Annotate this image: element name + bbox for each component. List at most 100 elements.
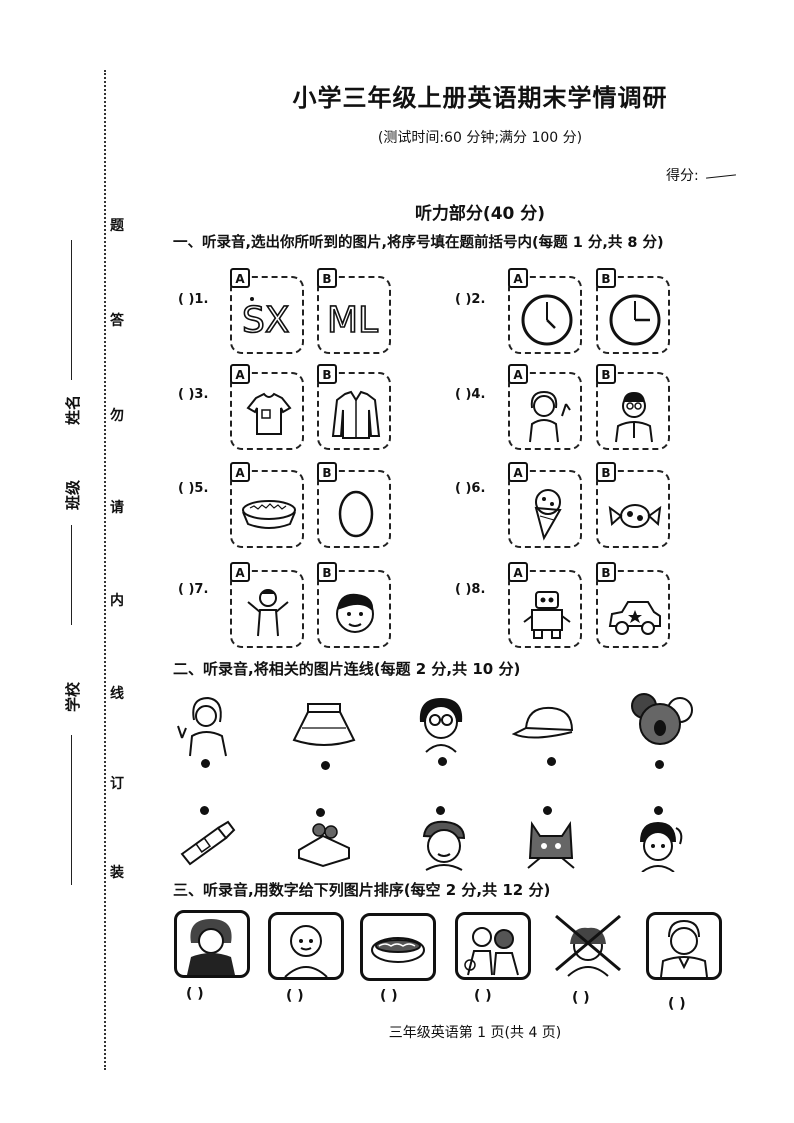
section2-heading: 二、听录音,将相关的图片连线(每题 2 分,共 10 分) bbox=[173, 660, 521, 678]
order-blank[interactable]: ( ) bbox=[286, 988, 304, 1004]
teacher-icon bbox=[187, 919, 235, 975]
q5-option-b[interactable]: B bbox=[317, 462, 391, 548]
binding-dotted-line bbox=[104, 70, 106, 1070]
binding-char: 订 bbox=[110, 776, 124, 792]
order-picture-6[interactable] bbox=[646, 912, 722, 980]
man-icon bbox=[615, 392, 653, 443]
match-dot[interactable] bbox=[547, 757, 556, 766]
question-number[interactable]: ( )3. bbox=[178, 387, 209, 402]
score-field[interactable] bbox=[706, 174, 736, 179]
question-number[interactable]: ( )8. bbox=[455, 582, 486, 597]
option-a-tag: A bbox=[508, 364, 528, 384]
q2-option-a[interactable]: A bbox=[508, 268, 582, 354]
svg-text:SX: SX bbox=[242, 300, 290, 341]
skirt-icon bbox=[292, 703, 356, 746]
option-b-tag: B bbox=[317, 268, 337, 288]
name-label: 姓名 bbox=[64, 394, 82, 425]
order-blank[interactable]: ( ) bbox=[380, 988, 398, 1004]
koala-icon bbox=[631, 693, 693, 745]
q6-option-b[interactable]: B bbox=[596, 462, 670, 548]
page-footer: 三年级英语第 1 页(共 4 页) bbox=[388, 1025, 562, 1041]
binding-char: 线 bbox=[110, 686, 124, 702]
question-number[interactable]: ( )1. bbox=[178, 292, 209, 307]
crossed-out-girl-icon bbox=[555, 914, 621, 977]
pie-icon bbox=[242, 500, 296, 529]
school-field[interactable] bbox=[71, 735, 72, 885]
man-icon bbox=[660, 919, 708, 978]
q6-option-a[interactable]: A bbox=[508, 462, 582, 548]
match-dot[interactable] bbox=[200, 806, 209, 815]
q5-option-a[interactable]: A bbox=[230, 462, 304, 548]
question-number[interactable]: ( )7. bbox=[178, 582, 209, 597]
order-blank[interactable]: ( ) bbox=[668, 996, 686, 1012]
svg-text:ML: ML bbox=[327, 300, 378, 341]
order-blank[interactable]: ( ) bbox=[572, 990, 590, 1006]
girl-icon bbox=[640, 822, 683, 872]
question-number[interactable]: ( )4. bbox=[455, 387, 486, 402]
boy-cap-icon bbox=[422, 820, 466, 871]
match-dot[interactable] bbox=[438, 757, 447, 766]
binding-char: 内 bbox=[110, 593, 124, 609]
q4-option-b[interactable]: B bbox=[596, 364, 670, 450]
glue-icon bbox=[180, 820, 236, 866]
woman-icon bbox=[529, 390, 571, 443]
option-a-tag: A bbox=[508, 268, 528, 288]
question-number[interactable]: ( )6. bbox=[455, 481, 486, 496]
option-a-tag: A bbox=[230, 462, 250, 482]
girl-glasses-icon bbox=[419, 698, 463, 753]
q7-option-b[interactable]: B bbox=[317, 562, 391, 648]
binding-char: 请 bbox=[110, 500, 124, 516]
option-b-tag: B bbox=[596, 562, 616, 582]
q3-option-a[interactable]: A bbox=[230, 364, 304, 450]
order-picture-1[interactable] bbox=[174, 910, 250, 978]
robot-icon bbox=[523, 591, 571, 639]
question-number[interactable]: ( )2. bbox=[455, 292, 486, 307]
page-subtitle: (测试时间:60 分钟;满分 100 分) bbox=[377, 130, 583, 146]
match-dot[interactable] bbox=[321, 761, 330, 770]
order-picture-4[interactable] bbox=[455, 912, 531, 980]
match-dot[interactable] bbox=[201, 759, 210, 768]
option-a-tag: A bbox=[230, 562, 250, 582]
cap-icon bbox=[512, 706, 574, 739]
order-picture-2[interactable] bbox=[268, 912, 344, 980]
q1-option-b[interactable]: B ML bbox=[317, 268, 391, 354]
binding-char: 勿 bbox=[110, 408, 124, 424]
option-b-tag: B bbox=[596, 268, 616, 288]
option-b-tag: B bbox=[317, 462, 337, 482]
q8-option-b[interactable]: B bbox=[596, 562, 670, 648]
q8-option-a[interactable]: A bbox=[508, 562, 582, 648]
option-b-tag: B bbox=[596, 364, 616, 384]
shirt-icon bbox=[331, 390, 381, 439]
car-icon bbox=[608, 601, 661, 635]
order-picture-5[interactable] bbox=[548, 910, 628, 978]
q2-option-b[interactable]: B bbox=[596, 268, 670, 354]
q1-option-a[interactable]: A SX bbox=[230, 268, 304, 354]
name-field[interactable] bbox=[71, 240, 72, 380]
q7-option-a[interactable]: A bbox=[230, 562, 304, 648]
clock-icon bbox=[609, 294, 661, 346]
q4-option-a[interactable]: A bbox=[508, 364, 582, 450]
order-blank[interactable]: ( ) bbox=[186, 986, 204, 1002]
match-dot[interactable] bbox=[655, 760, 664, 769]
boy-face-icon bbox=[336, 593, 374, 633]
page-title: 小学三年级上册英语期末学情调研 bbox=[292, 84, 668, 112]
match-dot[interactable] bbox=[436, 806, 445, 815]
order-blank[interactable]: ( ) bbox=[474, 988, 492, 1004]
option-b-tag: B bbox=[317, 562, 337, 582]
letters-sx-icon: SX bbox=[241, 297, 290, 342]
class-field[interactable] bbox=[71, 525, 72, 625]
match-dot[interactable] bbox=[316, 808, 325, 817]
tshirt-icon bbox=[246, 392, 292, 435]
q3-option-b[interactable]: B bbox=[317, 364, 391, 450]
option-a-tag: A bbox=[230, 268, 250, 288]
section1-heading: 一、听录音,选出你所听到的图片,将序号填在题前括号内(每题 1 分,共 8 分) bbox=[173, 235, 664, 251]
school-label: 学校 bbox=[64, 681, 82, 712]
question-number[interactable]: ( )5. bbox=[178, 481, 209, 496]
order-picture-3[interactable] bbox=[360, 913, 436, 981]
option-b-tag: B bbox=[317, 364, 337, 384]
cat-icon bbox=[527, 820, 575, 869]
match-dot[interactable] bbox=[543, 806, 552, 815]
clock-icon bbox=[521, 294, 573, 346]
match-dot[interactable] bbox=[654, 806, 663, 815]
binding-char: 答 bbox=[110, 313, 124, 329]
